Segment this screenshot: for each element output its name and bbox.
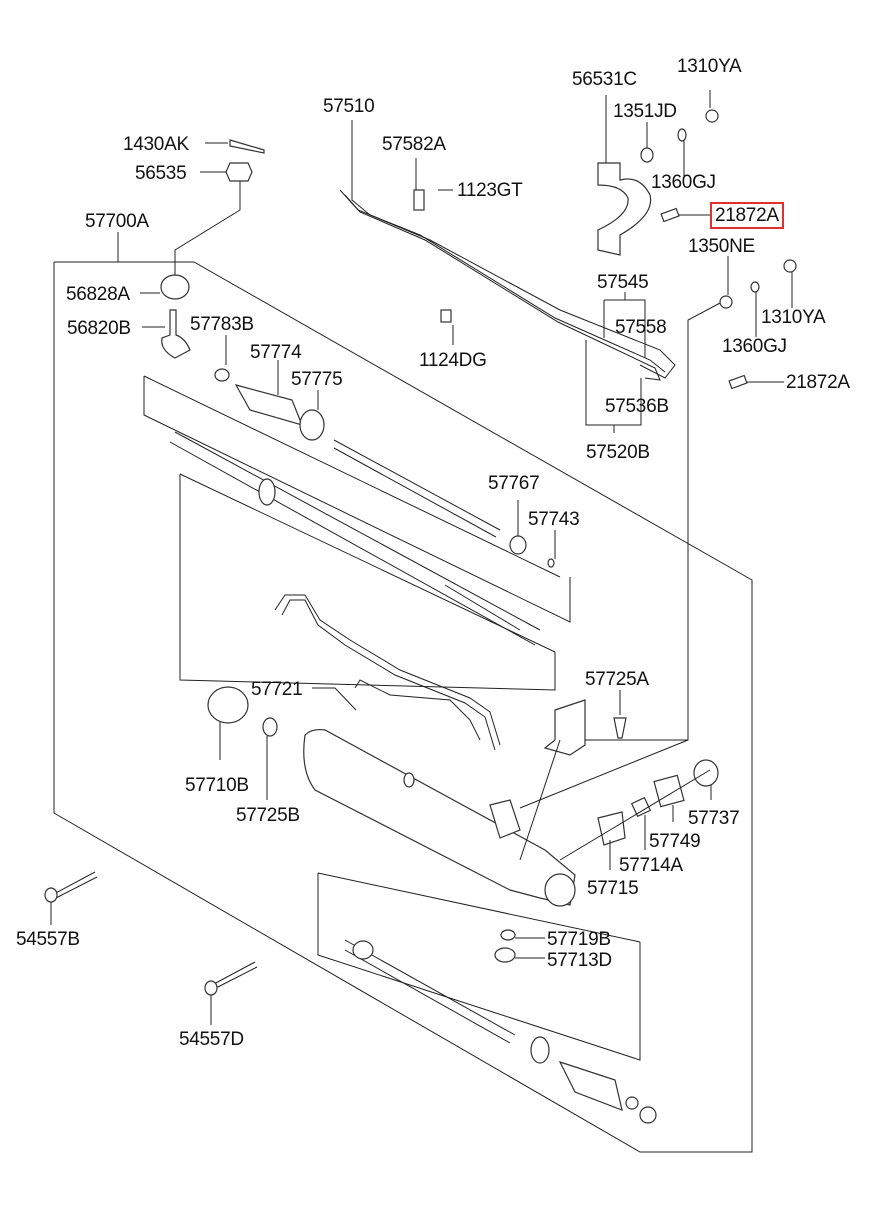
part-label-57520B[interactable]: 57520B (586, 442, 650, 463)
part-label-1310YA[interactable]: 1310YA (677, 56, 742, 77)
part-label-1430AK[interactable]: 1430AK (123, 134, 189, 155)
cotter-pin (229, 139, 265, 154)
castle-nut (225, 162, 253, 182)
assembly-outline (53, 261, 753, 1153)
part-label-57774[interactable]: 57774 (250, 342, 302, 363)
part-label-21872A-highlighted[interactable]: 21872A (710, 202, 784, 229)
inner-box-rack (143, 376, 571, 623)
boot (234, 384, 304, 426)
part-label-57749[interactable]: 57749 (649, 831, 701, 852)
pressure-pipe (351, 150, 676, 379)
part-label-57743[interactable]: 57743 (528, 509, 580, 530)
part-label-57725A[interactable]: 57725A (585, 669, 649, 690)
return-pipe (274, 594, 501, 746)
part-label-57700A[interactable]: 57700A (85, 211, 149, 232)
part-label-57725B[interactable]: 57725B (236, 805, 300, 826)
part-label-57510[interactable]: 57510 (323, 96, 375, 117)
part-label-21872A-lower[interactable]: 21872A (786, 372, 850, 393)
part-label-57775[interactable]: 57775 (291, 369, 343, 390)
part-label-1124DG[interactable]: 1124DG (419, 350, 487, 371)
part-label-1350NE[interactable]: 1350NE (688, 236, 755, 257)
yoke (597, 811, 626, 846)
lower-boot (558, 1060, 623, 1111)
part-label-57713D[interactable]: 57713D (547, 950, 612, 971)
part-label-54557D[interactable]: 54557D (179, 1029, 244, 1050)
part-label-57582A[interactable]: 57582A (382, 134, 446, 155)
seal-housing (207, 686, 249, 724)
inner-box-tube (179, 474, 556, 691)
part-label-1351JD[interactable]: 1351JD (613, 101, 677, 122)
part-label-1123GT[interactable]: 1123GT (457, 180, 523, 201)
part-label-1360GJ-lower[interactable]: 1360GJ (722, 336, 787, 357)
part-label-56531C[interactable]: 56531C (572, 69, 637, 90)
part-label-57536B[interactable]: 57536B (605, 396, 669, 417)
inner-box-tierod (317, 873, 641, 1061)
part-label-57715[interactable]: 57715 (587, 878, 639, 899)
part-label-57767[interactable]: 57767 (488, 473, 540, 494)
part-label-1310YA-lower[interactable]: 1310YA (761, 307, 826, 328)
part-label-1360GJ[interactable]: 1360GJ (651, 172, 716, 193)
part-label-56828A[interactable]: 56828A (66, 284, 130, 305)
part-label-57545[interactable]: 57545 (597, 272, 649, 293)
part-label-57558[interactable]: 57558 (615, 317, 667, 338)
part-label-57719B[interactable]: 57719B (547, 929, 611, 950)
valve-body (543, 699, 586, 756)
part-label-56535[interactable]: 56535 (135, 163, 187, 184)
part-label-57721[interactable]: 57721 (251, 679, 303, 700)
gear-housing (303, 728, 576, 906)
part-label-54557B[interactable]: 54557B (16, 929, 80, 950)
part-label-57783B[interactable]: 57783B (190, 314, 254, 335)
bushing (160, 274, 190, 300)
part-label-56820B[interactable]: 56820B (67, 318, 131, 339)
part-label-57710B[interactable]: 57710B (185, 775, 249, 796)
rack-teeth (444, 584, 521, 631)
tie-rod-end (161, 309, 191, 359)
part-label-57714A[interactable]: 57714A (619, 855, 683, 876)
part-label-57737[interactable]: 57737 (688, 808, 740, 829)
clamp-bracket (597, 162, 652, 256)
